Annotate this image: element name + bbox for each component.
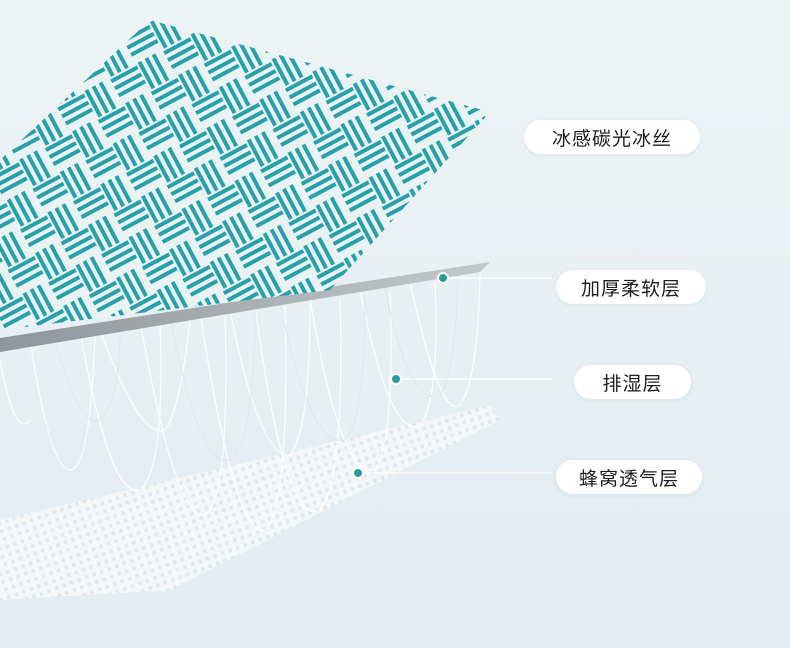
marker-dots [352,272,449,479]
honeycomb-layer [0,405,500,600]
ice-silk-layer [0,20,490,330]
label-ice-silk: 冰感碳光冰丝 [524,120,700,154]
leader-lines [358,277,552,474]
marker-dot-wicking-layer [390,373,402,385]
fibers [0,271,481,531]
marker-dot-soft-layer [437,272,449,284]
fibers-back [54,277,459,462]
soft-layer [0,262,490,352]
label-wicking-layer: 排湿层 [574,365,691,399]
label-honeycomb-layer: 蜂窝透气层 [556,460,702,494]
label-soft-layer: 加厚柔软层 [556,270,706,304]
marker-dot-honeycomb-layer [352,467,364,479]
